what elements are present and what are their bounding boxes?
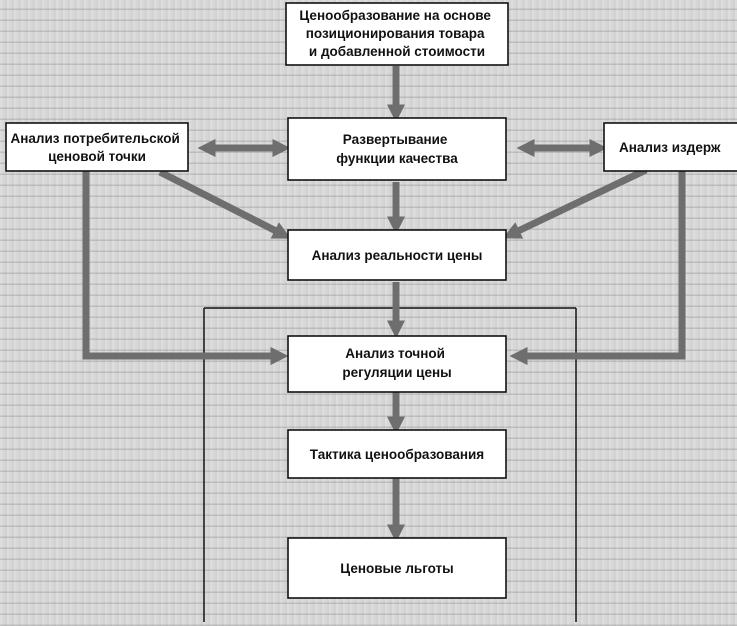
arrow-cost-to-reality bbox=[502, 166, 648, 239]
box-label: Анализ точной регуляции цены bbox=[342, 346, 451, 380]
box-label: Анализ реальности цены bbox=[312, 248, 483, 263]
box-label: Анализ издерж bbox=[619, 140, 721, 155]
lower-chain-outline bbox=[203, 307, 577, 622]
box-pricing-positioning: Ценообразование на основе позиционирован… bbox=[285, 2, 509, 66]
arrow-cost-to-regulation bbox=[509, 170, 686, 366]
label-line: Анализ точной bbox=[345, 346, 445, 361]
label-line: Анализ потребительской bbox=[10, 131, 179, 146]
box-label: Анализ потребительской ценовой точки bbox=[10, 131, 183, 164]
arrow-consumer-to-regulation bbox=[82, 170, 289, 366]
box-quality-deployment: Развертывание функции качества bbox=[287, 117, 507, 181]
label-line: Анализ издерж bbox=[619, 140, 721, 155]
box-price-benefits: Ценовые льготы bbox=[287, 537, 507, 599]
arrow-consumer-to-reality bbox=[158, 168, 291, 239]
box-price-reality: Анализ реальности цены bbox=[287, 229, 507, 281]
label-line: Ценообразование на основе bbox=[299, 8, 491, 23]
box-label: Тактика ценообразования bbox=[310, 447, 484, 462]
label-line: Развертывание bbox=[343, 132, 448, 147]
label-line: и добавленной стоимости bbox=[309, 44, 485, 59]
box-pricing-tactics: Тактика ценообразования bbox=[287, 429, 507, 479]
box-consumer-price-point: Анализ потребительской ценовой точки bbox=[5, 122, 189, 172]
box-label: Ценовые льготы bbox=[340, 561, 453, 576]
label-line: регуляции цены bbox=[342, 365, 451, 380]
box-label: Развертывание функции качества bbox=[336, 132, 458, 166]
connectors bbox=[82, 66, 686, 543]
label-line: Анализ реальности цены bbox=[312, 248, 483, 263]
label-line: ценовой точки bbox=[48, 149, 146, 164]
box-cost-analysis: Анализ издерж bbox=[603, 122, 737, 172]
label-line: позиционирования товара bbox=[306, 26, 485, 41]
label-line: функции качества bbox=[336, 151, 458, 166]
box-fine-regulation: Анализ точной регуляции цены bbox=[287, 335, 507, 393]
label-line: Тактика ценообразования bbox=[310, 447, 484, 462]
label-line: Ценовые льготы bbox=[340, 561, 453, 576]
box-label: Ценообразование на основе позиционирован… bbox=[299, 8, 494, 59]
